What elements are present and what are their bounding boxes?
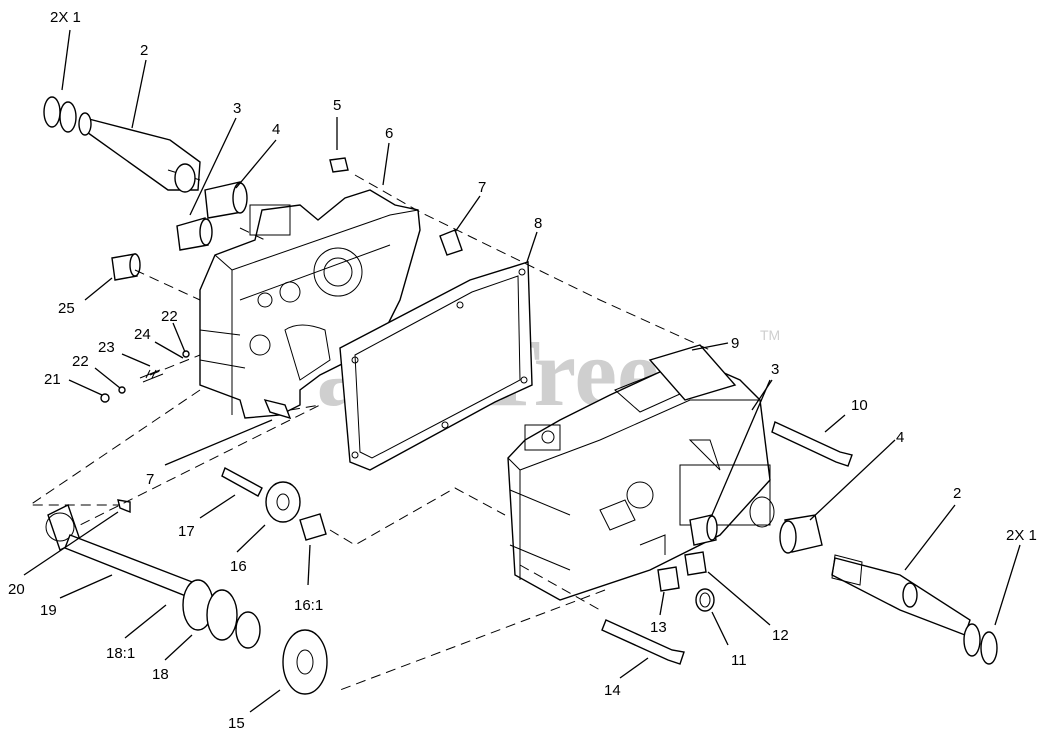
callout-2x1-right: 2X 1 — [1006, 527, 1037, 544]
callout-18-1: 18:1 — [106, 645, 135, 662]
callout-16: 16 — [230, 558, 247, 575]
callout-17: 17 — [178, 523, 195, 540]
lower-gear-assembly — [45, 398, 328, 695]
right-shaft-assembly — [601, 344, 998, 665]
callout-15: 15 — [228, 715, 245, 732]
callout-13: 13 — [650, 619, 667, 636]
callout-2x1-left: 2X 1 — [50, 9, 81, 26]
callout-7-top: 7 — [478, 179, 486, 196]
callout-25: 25 — [58, 300, 75, 317]
callout-6: 6 — [385, 125, 393, 142]
callout-10: 10 — [851, 397, 868, 414]
callout-22-bottom: 22 — [72, 353, 89, 370]
callout-9: 9 — [731, 335, 739, 352]
callout-4-right: 4 — [896, 429, 904, 446]
callout-5: 5 — [333, 97, 341, 114]
callout-20: 20 — [8, 581, 25, 598]
callout-11: 11 — [731, 652, 747, 669]
assembly-lines — [28, 174, 711, 691]
leader-lines — [23, 29, 1021, 713]
left-shaft-assembly — [43, 96, 463, 403]
watermark-trademark: TM — [760, 327, 780, 343]
callout-4-left: 4 — [272, 121, 280, 138]
callout-3-right: 3 — [771, 361, 779, 378]
callout-2-right: 2 — [953, 485, 961, 502]
callouts: 2X 1 2 3 4 5 6 7 8 25 22 24 23 22 21 9 3… — [8, 9, 1037, 732]
callout-7-bottom: 7 — [146, 471, 154, 488]
callout-24: 24 — [134, 326, 151, 343]
gasket — [339, 261, 533, 471]
callout-3-left: 3 — [233, 100, 241, 117]
callout-12: 12 — [772, 627, 789, 644]
callout-8: 8 — [534, 215, 542, 232]
callout-18: 18 — [152, 666, 169, 683]
callout-22-top: 22 — [161, 308, 178, 325]
callout-16-1: 16:1 — [294, 597, 323, 614]
callout-23: 23 — [98, 339, 115, 356]
callout-19: 19 — [40, 602, 57, 619]
callout-14: 14 — [604, 682, 621, 699]
callout-21: 21 — [44, 371, 61, 388]
callout-2-left: 2 — [140, 42, 148, 59]
left-housing — [199, 189, 421, 419]
